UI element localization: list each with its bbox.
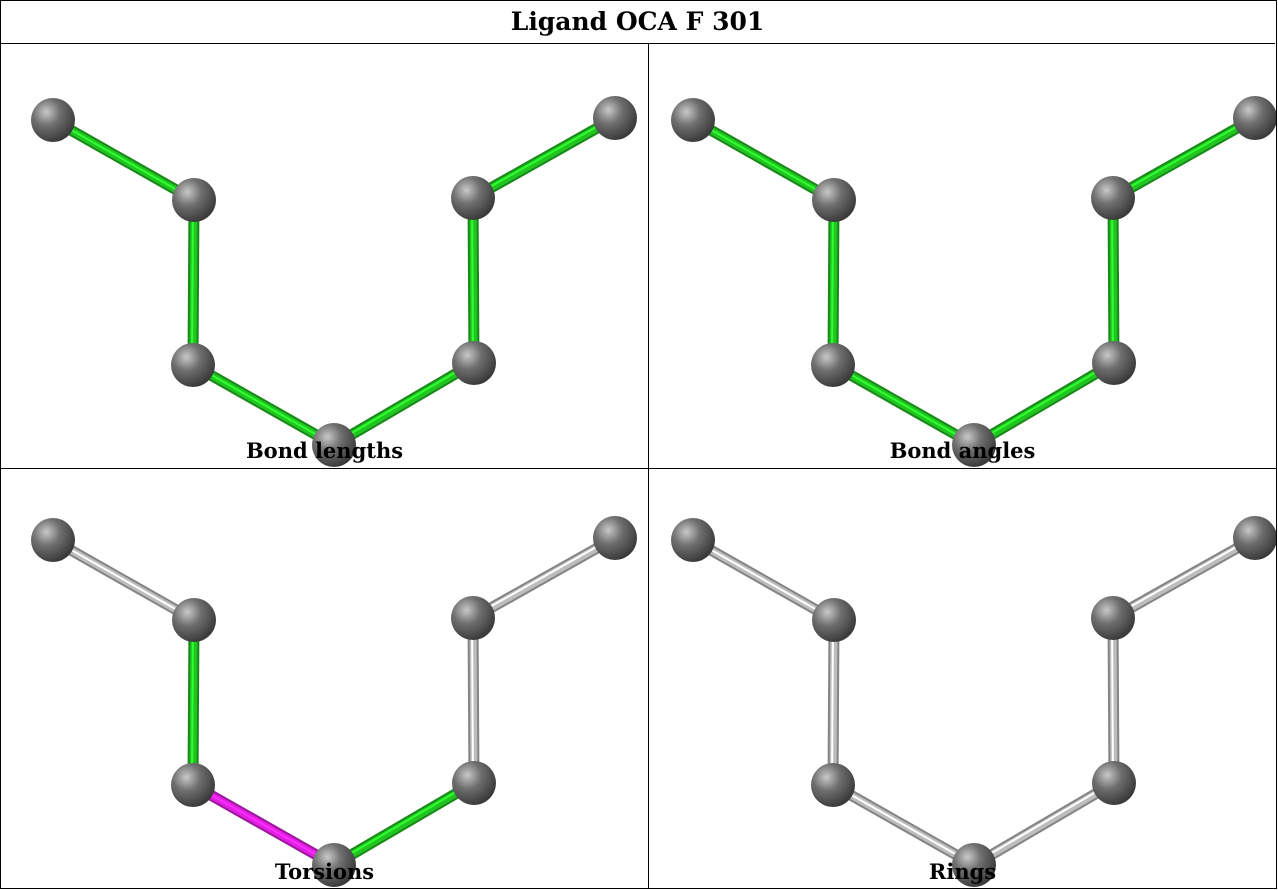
atom <box>312 423 356 467</box>
atom <box>171 763 215 807</box>
caption-bond-angles: Bond angles <box>889 438 1036 463</box>
bond-green <box>827 194 840 371</box>
atom <box>452 341 496 385</box>
atom <box>811 343 855 387</box>
atom <box>952 423 996 467</box>
bond-green <box>187 614 200 791</box>
row-divider <box>0 468 1277 469</box>
atom <box>171 343 215 387</box>
bond-green <box>328 357 480 451</box>
bond-green <box>467 192 480 369</box>
atom <box>1092 761 1136 805</box>
molecule-torsions <box>31 516 637 887</box>
bond-green <box>187 194 200 371</box>
atom <box>671 98 715 142</box>
atom <box>671 518 715 562</box>
bond-green <box>1107 192 1120 369</box>
atom <box>451 596 495 640</box>
atom <box>1092 341 1136 385</box>
atom <box>172 178 216 222</box>
molecule-rings <box>671 516 1276 887</box>
bond-gray <box>1107 612 1120 789</box>
bond-green <box>328 777 480 871</box>
atom <box>451 176 495 220</box>
bond-gray <box>47 534 200 626</box>
atom <box>1233 516 1276 560</box>
bond-green <box>687 114 840 206</box>
bond-gray <box>467 532 621 624</box>
panel-rings: Rings <box>649 469 1276 889</box>
atom <box>812 598 856 642</box>
atom <box>312 843 356 887</box>
panel-torsions: Torsions <box>1 469 648 889</box>
bond-gray <box>968 777 1120 871</box>
bond-green <box>827 359 980 451</box>
column-divider <box>648 44 649 889</box>
bond-green <box>1107 112 1261 204</box>
atom <box>811 763 855 807</box>
panel-bond-lengths: Bond lengths <box>1 45 648 468</box>
bond-green <box>968 357 1120 451</box>
bond-green <box>47 114 200 206</box>
bond-gray <box>1107 532 1261 624</box>
bond-magenta <box>187 779 340 871</box>
atom <box>593 516 637 560</box>
atom <box>31 98 75 142</box>
bond-gray <box>687 534 840 626</box>
atom <box>1091 596 1135 640</box>
atom <box>812 178 856 222</box>
atom <box>1091 176 1135 220</box>
bond-gray <box>467 612 480 789</box>
atom <box>1233 96 1276 140</box>
atom <box>593 96 637 140</box>
caption-rings: Rings <box>928 859 997 884</box>
bond-gray <box>827 614 840 791</box>
bond-gray <box>827 779 980 871</box>
molecule-bond-lengths <box>31 96 637 467</box>
bond-green <box>467 112 621 204</box>
atom <box>172 598 216 642</box>
molecule-bond-angles <box>671 96 1276 467</box>
caption-torsions: Torsions <box>274 859 375 884</box>
atom <box>952 843 996 887</box>
atom <box>31 518 75 562</box>
caption-bond-lengths: Bond lengths <box>245 438 404 463</box>
bond-green <box>187 359 340 451</box>
figure-title: Ligand OCA F 301 <box>0 0 1275 44</box>
atom <box>452 761 496 805</box>
panel-bond-angles: Bond angles <box>649 45 1276 468</box>
